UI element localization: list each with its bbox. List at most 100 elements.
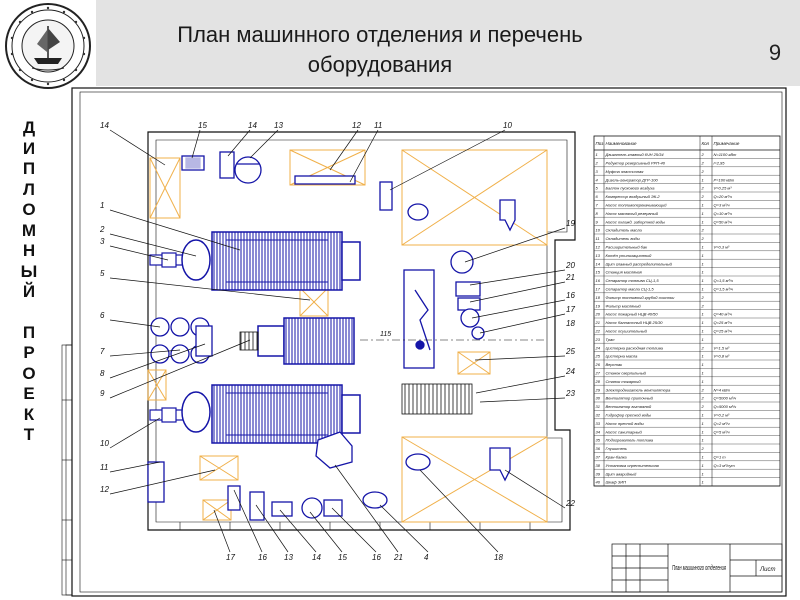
callout-label: 1 [100,201,104,210]
spec-table-cell: Котёл утилизационный [606,253,653,258]
spec-table-cell: Подогреватель топлива [606,438,654,443]
platform-top-middle [289,149,366,186]
platform-bottom-left [199,455,239,481]
spec-table-cell: 1 [702,320,704,325]
spec-table-cell: Q=25 м³/ч [714,320,732,325]
spec-table-cell: 22 [595,329,601,334]
slide-title: План машинного отделения и перечень обор… [100,20,660,80]
spec-table-cell: Насос балластный НЦВ 25/30 [606,320,664,325]
spec-table-cell: 1 [702,312,704,317]
spec-table-cell: N=1100 кВт [714,152,737,157]
callout-label: 14 [100,121,109,130]
spec-table-cell: 4 [596,177,599,182]
spec-table-cell: 2 [701,303,705,308]
spec-table-cell: 1 [596,152,598,157]
spec-table-cell: 1 [702,421,704,426]
callout-label: 5 [100,269,105,278]
spec-table-cell: Насос охлажд. забортной воды [606,219,666,224]
side-letter: Д [22,118,36,137]
spec-table-cell: 2 [701,387,705,392]
platform-left-panel [147,369,167,401]
spec-table-cell: 2 [701,295,705,300]
spec-table-cell: Муфта эластичная [606,169,645,174]
spec-table-cell: 28 [595,379,601,384]
slide-title-line-2: оборудования [307,52,453,77]
spec-table-cell: Q=3 м³/ч [714,203,730,208]
diesel-generator [239,317,355,365]
drawing-inner-frame [79,91,783,593]
spec-table-cell: 1 [702,245,704,250]
spec-table-cell: 19 [596,303,601,308]
side-letter: Л [23,179,35,199]
spec-table-cell: Насос топливоперекачивающий [606,203,668,208]
spec-table-cell: Q=10 м³/ч [714,211,732,216]
spec-table-cell: 20 [595,312,601,317]
callout-label: 10 [503,121,512,130]
spec-table-cell: 13 [596,253,601,258]
spec-table-header: Кол [702,141,710,146]
spec-table-cell: Q=20 м³/ч [714,194,732,199]
spec-table-cell: 2 [701,186,705,191]
side-letter: Й [22,282,36,301]
callout-label: 21 [565,273,575,282]
spec-table-cell: Щит главный распределительный [606,261,673,266]
spec-table-cell: 35 [596,438,601,443]
spec-table-cell: Насос пресной воды [606,421,644,426]
spec-table-header: Примечание [714,141,740,146]
spec-table-cell: Насос осушительный [606,329,648,334]
spec-table-cell: 1 [702,413,704,418]
side-letter: К [23,404,35,424]
callout-label: 15 [338,553,347,562]
spec-table-cell: V=0,3 м³ [714,245,730,250]
callout-label: 3 [100,237,105,246]
spec-table-cell: 30 [596,396,601,401]
side-letter: Р [23,343,35,362]
callout-label: 16 [566,291,575,300]
spec-table-cell: Q=1,5 м³/ч [714,287,733,292]
spec-table-cell: Верстак [606,362,624,367]
spec-table-cell: Насос санитарный [606,429,643,434]
spec-table-cell: 31 [596,404,600,409]
spec-table-cell: Редуктор реверсивный РРП-40 [606,161,666,166]
spec-table-cell: Станок токарный [606,379,642,384]
spec-table-cell: 2 [595,161,599,166]
spec-table-cell: 6 [596,194,599,199]
spec-table-cell: 1 [702,463,704,468]
spec-table-cell: Дизель-генератор ДГР-100 [605,177,659,182]
spec-table-cell: Охладитель воды [606,236,640,241]
ladder-stairs [401,383,473,415]
callout-label: 18 [566,319,575,328]
platform-top-right [401,149,548,246]
slide-header-band [96,0,800,86]
spec-table-cell: V=0,8 м³ [714,354,730,359]
callout-label: 10 [100,439,109,448]
spec-table-cell: Станция масляная [606,270,643,275]
callout-label: 13 [274,121,283,130]
spec-table-cell: 34 [596,429,601,434]
spec-table-cell: 1 [702,219,704,224]
spec-table-cell: 1 [702,270,704,275]
spec-table-cell: 2 [701,404,705,409]
spec-table-cell: 1 [702,278,704,283]
spec-table-cell: Расширительный бак [606,245,649,250]
side-letter: О [22,363,36,383]
spec-table-cell: 15 [596,270,601,275]
spec-table-cell: 1 [702,203,704,208]
spec-table-cell: V=0,2 м³ [714,413,730,418]
spec-table-cell: 1 [702,287,704,292]
spec-table-cell: 32 [596,413,601,418]
spec-table-cell: Трап [606,337,616,342]
spec-table-cell: 2 [701,446,705,451]
side-letter: О [22,200,36,219]
dimension-label: 115 [380,331,391,338]
university-emblem-logo [5,3,91,89]
spec-table-cell: N=4 кВт [714,387,731,392]
main-engine-upper [149,231,361,291]
spec-table-cell: Баллон пускового воздуха [606,186,656,191]
callout-label: 14 [312,553,321,562]
spec-table-cell: Фильтр масляный [606,303,642,308]
title-block-sheet: Лист [759,567,775,573]
spec-table-cell: i=2,95 [714,161,726,166]
spec-table-cell: 2 [701,396,705,401]
